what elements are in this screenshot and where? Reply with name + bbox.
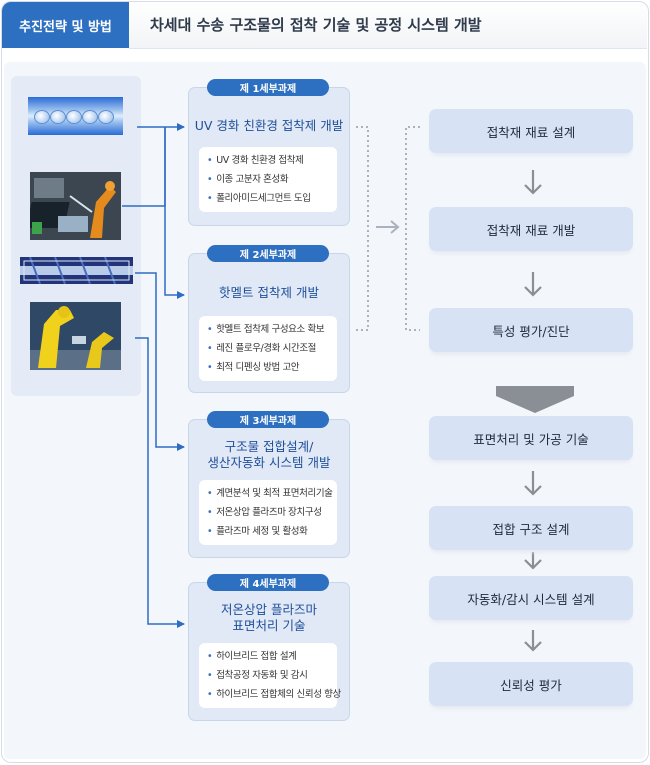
task-to-step-connectors bbox=[356, 126, 420, 331]
task-3-title-line-1: 구조물 접합설계/ bbox=[224, 439, 314, 454]
task-2-item: 레진 플로우/경화 시간조절 bbox=[199, 339, 337, 358]
task-4-list: 하이브리드 접합 설계 접착공정 자동화 및 감시 하이브리드 접합체의 신뢰성… bbox=[199, 643, 341, 708]
task-2-tag: 제 2세부과제 bbox=[207, 245, 329, 262]
task-3-card: 제 3세부과제 구조물 접합설계/ 생산자동화 시스템 개발 계면분석 및 최적… bbox=[188, 411, 350, 558]
task-3-item: 계면분석 및 최적 표면처리기술 bbox=[199, 484, 337, 503]
task-1-item: UV 경화 친환경 접착제 bbox=[199, 151, 337, 170]
task-4-title-line-1: 저온상압 플라즈마 bbox=[221, 602, 317, 617]
robot-arm-photo bbox=[30, 172, 121, 240]
task-1-card: 제 1세부과제 UV 경화 친환경 접착제 개발 UV 경화 친환경 접착제 이… bbox=[188, 79, 350, 226]
task-2-item: 최적 디펜싱 방법 고안 bbox=[199, 358, 337, 377]
task-1-list: UV 경화 친환경 접착제 이종 고분자 혼성화 폴리아미드세그먼트 도입 bbox=[199, 147, 337, 212]
step-automation-design: 자동화/감시 시스템 설계 bbox=[429, 576, 633, 620]
big-down-arrow-icon bbox=[496, 386, 574, 413]
task-2-card: 제 2세부과제 핫멜트 접착제 개발 핫멜트 접착제 구성요소 확보 레진 플로… bbox=[188, 245, 350, 393]
center-arrow-icon bbox=[376, 220, 400, 234]
task-4-item: 접착공정 자동화 및 감시 bbox=[199, 666, 337, 685]
structure-panel-photo bbox=[20, 257, 133, 284]
task-3-tag: 제 3세부과제 bbox=[207, 411, 329, 428]
task-2-title: 핫멜트 접착제 개발 bbox=[219, 285, 319, 300]
task-3-list: 계면분석 및 최적 표면처리기술 저온상압 플라즈마 장치구성 플라즈마 세정 … bbox=[199, 480, 337, 545]
step-joint-design: 접합 구조 설계 bbox=[429, 506, 633, 550]
step-property-evaluation: 특성 평가/진단 bbox=[429, 308, 633, 352]
task-4-item: 하이브리드 접합체의 신뢰성 향상 bbox=[199, 685, 341, 704]
plasma-robot-photo bbox=[30, 302, 121, 370]
image-to-task-connectors bbox=[122, 123, 185, 628]
header-tab: 추진전략 및 방법 bbox=[2, 2, 129, 48]
task-4-item: 하이브리드 접합 설계 bbox=[199, 647, 337, 666]
task-4-card: 제 4세부과제 저온상압 플라즈마 표면처리 기술 하이브리드 접합 설계 접착… bbox=[188, 574, 350, 721]
header-bar bbox=[129, 2, 647, 49]
adhesive-sample-photo bbox=[28, 97, 123, 135]
step-reliability-evaluation: 신뢰성 평가 bbox=[429, 662, 633, 706]
diagram-title: 차세대 수송 구조물의 접착 기술 및 공정 시스템 개발 bbox=[150, 16, 482, 34]
header-tab-label: 추진전략 및 방법 bbox=[19, 19, 112, 35]
task-2-list: 핫멜트 접착제 구성요소 확보 레진 플로우/경화 시간조절 최적 디펜싱 방법… bbox=[199, 316, 337, 381]
task-1-item: 폴리아미드세그먼트 도입 bbox=[199, 189, 337, 208]
step-surface-treatment: 표면처리 및 가공 기술 bbox=[429, 416, 633, 460]
task-3-item: 저온상압 플라즈마 장치구성 bbox=[199, 503, 337, 522]
task-1-title: UV 경화 친환경 접착제 개발 bbox=[194, 118, 344, 133]
task-1-item: 이종 고분자 혼성화 bbox=[199, 170, 337, 189]
task-4-title-line-2: 표면처리 기술 bbox=[232, 618, 306, 633]
task-1-tag: 제 1세부과제 bbox=[207, 79, 329, 96]
step-adhesive-development: 접착재 재료 개발 bbox=[429, 207, 633, 251]
step-adhesive-design: 접착재 재료 설계 bbox=[429, 109, 633, 153]
task-3-title-line-2: 생산자동화 시스템 개발 bbox=[207, 455, 331, 470]
task-4-tag: 제 4세부과제 bbox=[207, 574, 329, 591]
task-3-item: 플라즈마 세정 및 활성화 bbox=[199, 522, 337, 541]
task-2-item: 핫멜트 접착제 구성요소 확보 bbox=[199, 320, 337, 339]
step-down-arrows bbox=[524, 170, 542, 652]
